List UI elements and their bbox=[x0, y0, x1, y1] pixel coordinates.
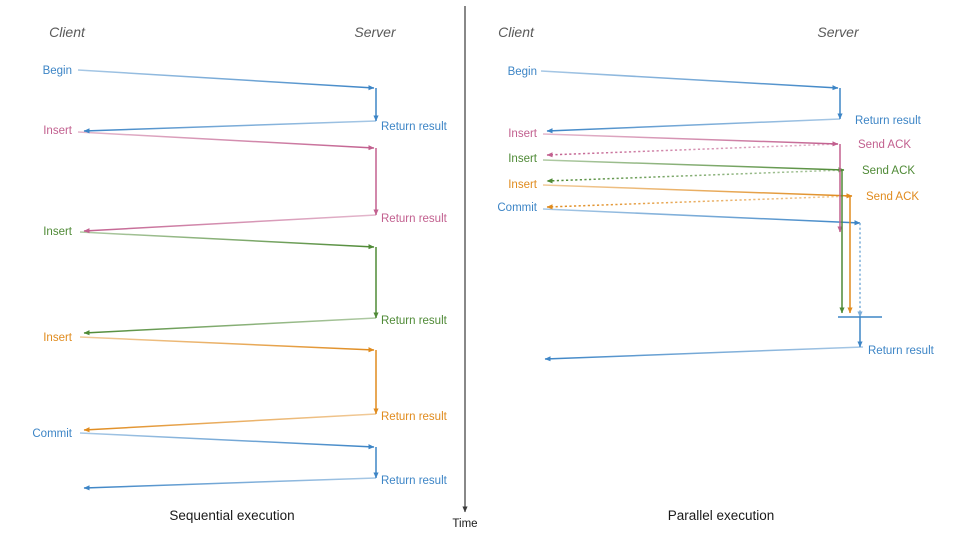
begin-request-request-arrow bbox=[540, 70, 839, 91]
client-message-label-0: Begin bbox=[43, 65, 72, 77]
begin-reply-reply-arrow bbox=[83, 120, 377, 134]
commit-request-request-arrow bbox=[542, 208, 861, 226]
server-message-label-4: Return result bbox=[381, 475, 448, 487]
client-message-label-0: Begin bbox=[508, 66, 537, 78]
insert1-ack-ack-arrow bbox=[546, 143, 839, 158]
panel-caption-parallel: Parallel execution bbox=[668, 508, 775, 523]
lane-header-client: Client bbox=[49, 24, 86, 40]
server-message-label-3: Send ACK bbox=[866, 191, 919, 203]
server-message-label-0: Return result bbox=[381, 121, 448, 133]
client-message-label-2: Insert bbox=[43, 226, 73, 238]
client-message-label-1: Insert bbox=[43, 125, 73, 137]
lane-header-server: Server bbox=[817, 24, 860, 40]
server-message-label-4: Return result bbox=[868, 345, 935, 357]
insert3-request-request-arrow bbox=[79, 336, 375, 353]
client-message-label-2: Insert bbox=[508, 153, 538, 165]
server-message-label-1: Send ACK bbox=[858, 139, 911, 151]
server-message-label-2: Send ACK bbox=[862, 165, 915, 177]
server-message-label-1: Return result bbox=[381, 213, 448, 225]
insert1-request-request-arrow bbox=[542, 133, 839, 147]
client-message-label-3: Insert bbox=[508, 179, 538, 191]
insert2-reply-reply-arrow bbox=[83, 317, 377, 336]
insert1-request-request-arrow bbox=[77, 131, 375, 151]
panel-caption-sequential: Sequential execution bbox=[169, 508, 294, 523]
insert3-reply-reply-arrow bbox=[83, 413, 377, 433]
client-message-label-4: Commit bbox=[497, 202, 537, 214]
commit-request-request-arrow bbox=[79, 432, 375, 450]
commit-reply-reply-arrow bbox=[544, 346, 864, 362]
insert2-request-request-arrow bbox=[79, 231, 375, 250]
begin-reply-reply-arrow bbox=[546, 118, 841, 134]
server-message-label-0: Return result bbox=[855, 115, 922, 127]
lane-header-server: Server bbox=[354, 24, 397, 40]
insert2-ack-ack-arrow bbox=[546, 169, 845, 184]
insert1-reply-reply-arrow bbox=[83, 214, 377, 234]
server-message-label-2: Return result bbox=[381, 315, 448, 327]
insert3-ack-ack-arrow bbox=[546, 195, 853, 210]
server-message-label-3: Return result bbox=[381, 411, 448, 423]
time-axis-layer: Time bbox=[452, 6, 478, 530]
commit-reply-reply-arrow bbox=[83, 477, 377, 491]
client-message-label-1: Insert bbox=[508, 128, 538, 140]
client-message-label-4: Commit bbox=[32, 428, 72, 440]
insert2-request-request-arrow bbox=[542, 159, 845, 173]
lane-header-client: Client bbox=[498, 24, 535, 40]
client-message-label-3: Insert bbox=[43, 332, 73, 344]
begin-request-request-arrow bbox=[77, 69, 375, 91]
insert3-request-request-arrow bbox=[542, 184, 853, 199]
time-axis-label: Time bbox=[452, 518, 477, 530]
